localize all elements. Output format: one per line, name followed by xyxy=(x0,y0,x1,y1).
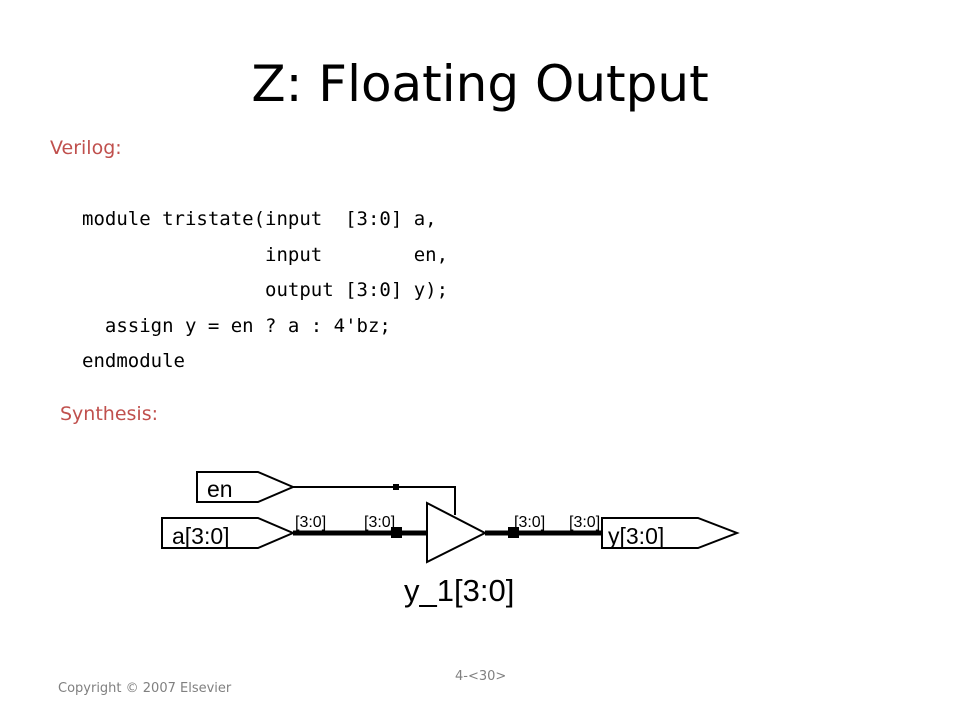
y-port-shape xyxy=(601,517,740,549)
code-line: module tristate(input [3:0] a, xyxy=(82,208,437,230)
bus-label-2: [3:0] xyxy=(364,514,395,531)
bus-label-3: [3:0] xyxy=(514,514,545,531)
code-line: input en, xyxy=(82,243,449,266)
a-port-label: a[3:0] xyxy=(172,523,230,549)
page-number: 4-<30> xyxy=(455,669,507,684)
y-port-label: y[3:0] xyxy=(608,523,664,549)
en-port-label: en xyxy=(207,476,233,502)
en-wire-junction xyxy=(393,484,399,490)
bus-label-1: [3:0] xyxy=(295,514,326,531)
en-wire xyxy=(293,486,456,515)
tristate-buffer xyxy=(426,501,488,564)
verilog-label: Verilog: xyxy=(50,137,122,159)
verilog-code-block: module tristate(input [3:0] a, input en,… xyxy=(82,202,448,380)
code-line: endmodule xyxy=(82,350,185,372)
code-line: output [3:0] y); xyxy=(82,279,449,301)
input-bus-pin xyxy=(391,527,402,538)
a-port-shape xyxy=(161,517,296,549)
en-port-shape xyxy=(196,471,296,503)
code-line: assign y = en ? a : 4'bz; xyxy=(82,314,391,337)
bus-label-4: [3:0] xyxy=(569,514,600,531)
slide-title: Z: Floating Output xyxy=(251,55,709,113)
synthesis-label: Synthesis: xyxy=(60,403,159,425)
copyright-text: Copyright © 2007 Elsevier xyxy=(58,681,232,696)
output-bus-pin xyxy=(508,527,519,538)
buffer-instance-label: y_1[3:0] xyxy=(404,573,514,608)
